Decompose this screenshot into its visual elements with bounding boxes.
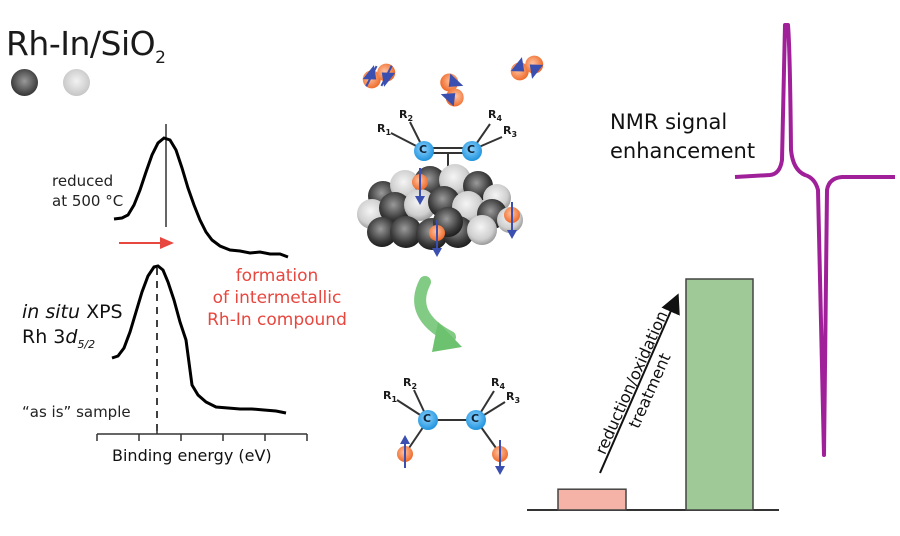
h2-molecule bbox=[510, 55, 544, 81]
carbon-atom bbox=[466, 410, 486, 430]
h2-molecule bbox=[440, 73, 464, 107]
label-method: in situ XPS Rh 3d5/2 bbox=[22, 301, 123, 351]
substituent-r2: R2 bbox=[399, 108, 414, 124]
surface-hydrogen bbox=[412, 168, 520, 257]
xps-spectrum-as-is bbox=[111, 264, 287, 415]
reaction-arrow-head bbox=[432, 322, 462, 352]
nmr-signal-trace bbox=[734, 23, 895, 457]
xps-x-axis bbox=[96, 428, 308, 441]
bar-before-treatment bbox=[557, 488, 627, 511]
shift-arrow-head bbox=[160, 237, 174, 249]
carbon-label: C bbox=[423, 412, 432, 425]
substituent-r1: R1 bbox=[377, 122, 392, 138]
figure-title: Rh-In/SiO2 bbox=[6, 24, 166, 68]
carbon-atom bbox=[462, 141, 482, 161]
x-axis-label: Binding energy (eV) bbox=[112, 446, 272, 465]
h2-molecule bbox=[362, 63, 396, 89]
label-as-is: “as is” sample bbox=[22, 403, 131, 421]
adsorbed-molecule bbox=[390, 121, 503, 168]
carbon-atom bbox=[414, 141, 434, 161]
substituent-r1: R1 bbox=[383, 389, 398, 405]
substituent-r2: R2 bbox=[403, 376, 418, 392]
carbon-atom bbox=[418, 410, 438, 430]
substituent-r4: R4 bbox=[491, 376, 506, 392]
substituent-r3: R3 bbox=[506, 390, 521, 406]
substituent-r4: R4 bbox=[488, 108, 503, 124]
label-reduced: reduced at 500 °C bbox=[52, 172, 124, 210]
xps-spectrum-reduced bbox=[113, 136, 289, 259]
rh-atom-icon bbox=[11, 69, 38, 96]
intermetallic-annotation: formation of intermetallic Rh-In compoun… bbox=[207, 266, 347, 330]
bar-after-treatment bbox=[685, 278, 754, 511]
in-atom-icon bbox=[63, 69, 90, 96]
carbon-label: C bbox=[471, 412, 480, 425]
substituent-r3: R3 bbox=[503, 124, 518, 140]
carbon-label: C bbox=[467, 143, 476, 156]
carbon-label: C bbox=[419, 143, 428, 156]
product-hydrogen bbox=[397, 435, 508, 475]
product-molecule bbox=[396, 389, 506, 449]
nmr-label: NMR signal enhancement bbox=[610, 110, 756, 163]
treatment-arrow bbox=[599, 293, 680, 474]
reaction-arrow bbox=[414, 276, 456, 343]
